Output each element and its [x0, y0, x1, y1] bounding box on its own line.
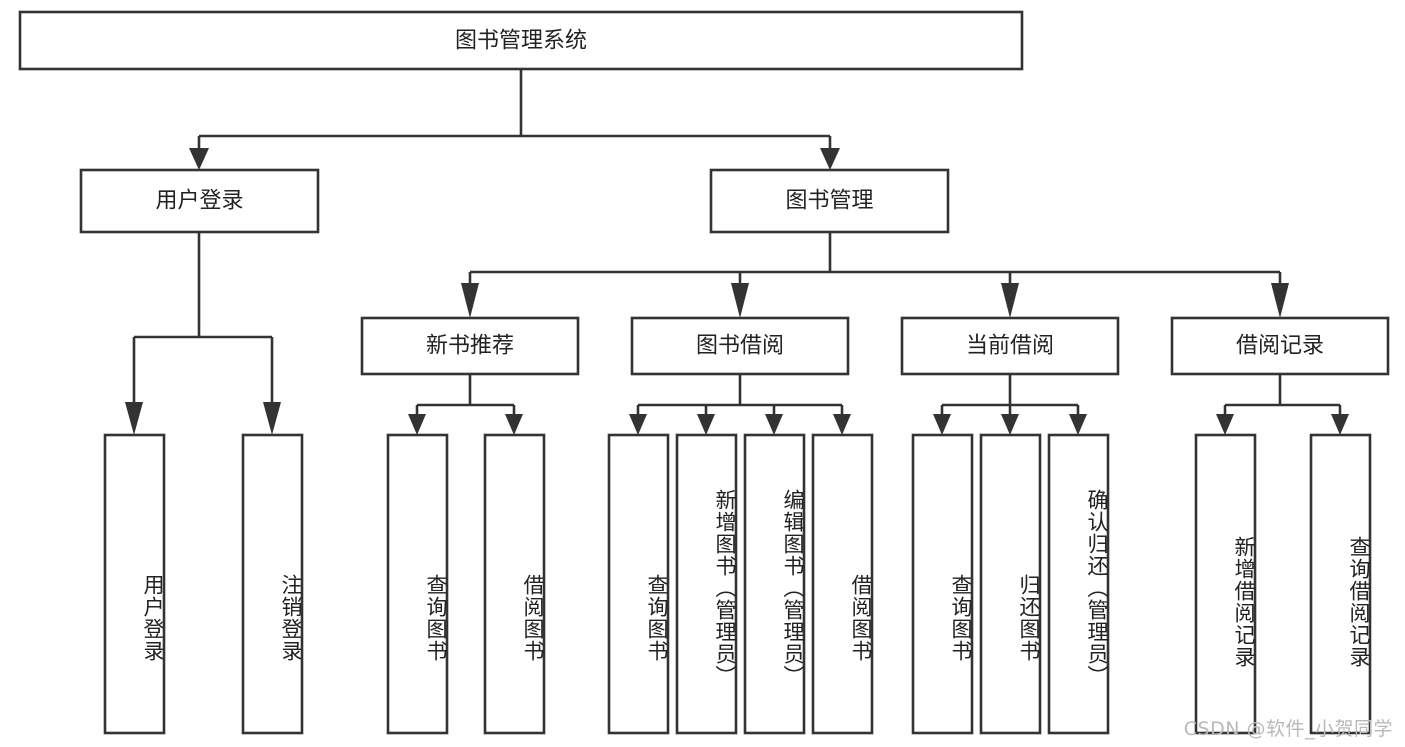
node-book-borrow-label: 图书借阅 — [696, 334, 784, 359]
node-new-book-rec-box[interactable] — [360, 316, 580, 376]
leaf-box-cur-return[interactable] — [979, 433, 1042, 735]
connector-currentborrow-to-leaves — [933, 374, 1087, 435]
arrowhead-leaf-borrow-query — [629, 414, 647, 435]
arrowhead-leaf-cur-confirm — [1069, 414, 1087, 435]
arrowhead-leaf-rec-add — [1216, 414, 1234, 435]
arrowhead-user-login — [189, 148, 209, 170]
arrowhead-leaf-rec-query — [408, 414, 426, 435]
node-root[interactable]: 图书管理系统 — [18, 10, 1024, 71]
node-book-manage-label: 图书管理 — [785, 189, 873, 214]
arrowhead-leaf-user-login — [125, 402, 143, 435]
node-current-borrow-box[interactable] — [900, 316, 1120, 376]
leaf-box-cur-query[interactable] — [911, 433, 974, 735]
arrowhead-current-borrow — [1001, 283, 1019, 318]
connector-bookborrow-to-leaves — [629, 374, 851, 435]
node-borrow-record-box[interactable] — [1170, 316, 1390, 376]
arrowhead-book-borrow — [731, 283, 749, 318]
arrowhead-new-book-rec — [461, 283, 479, 318]
arrowhead-leaf-cur-query — [933, 414, 951, 435]
leaf-box-borrow-edit[interactable] — [743, 433, 806, 735]
node-new-book-rec-label: 新书推荐 — [426, 334, 514, 359]
node-user-login-label: 用户登录 — [155, 189, 243, 214]
node-borrow-record-label: 借阅记录 — [1236, 334, 1324, 359]
leaf-boxes — [103, 433, 1372, 735]
leaf-box-cur-confirm[interactable] — [1047, 433, 1110, 735]
connector-newbookrec-to-leaves — [408, 374, 523, 435]
leaf-box-rec-query[interactable] — [386, 433, 449, 735]
leaf-box-borrow-add[interactable] — [675, 433, 738, 735]
arrowhead-leaf-borrow-edit — [765, 414, 783, 435]
node-book-manage-box[interactable] — [709, 168, 950, 234]
arrowhead-leaf-borrow-add — [697, 414, 715, 435]
node-new-book-rec[interactable]: 新书推荐 — [360, 316, 580, 376]
leaf-box-borrow-query[interactable] — [607, 433, 670, 735]
arrowhead-leaf-rec-borrow — [505, 414, 523, 435]
connector-userlogin-to-leaves — [125, 232, 281, 435]
node-root-label: 图书管理系统 — [455, 29, 587, 54]
node-root-box[interactable] — [18, 10, 1024, 71]
node-book-manage[interactable]: 图书管理 — [709, 168, 950, 234]
arrowhead-leaf-borrow-do — [833, 414, 851, 435]
csdn-watermark: CSDN @软件_小贺同学 — [1183, 718, 1393, 740]
node-current-borrow-label: 当前借阅 — [966, 334, 1054, 359]
arrowhead-borrow-record — [1271, 283, 1289, 318]
connector-borrowrecord-to-leaves — [1216, 374, 1349, 435]
node-borrow-record[interactable]: 借阅记录 — [1170, 316, 1390, 376]
arrowhead-leaf-rec-search — [1331, 414, 1349, 435]
node-user-login[interactable]: 用户登录 — [79, 168, 320, 234]
node-current-borrow[interactable]: 当前借阅 — [900, 316, 1120, 376]
arrowhead-book-manage — [820, 148, 840, 170]
arrowhead-leaf-cur-return — [1001, 414, 1019, 435]
leaf-box-user-logout[interactable] — [241, 433, 304, 735]
connector-bookmanage-to-level3 — [461, 232, 1289, 318]
node-book-borrow-box[interactable] — [630, 316, 850, 376]
leaf-box-user-login[interactable] — [103, 433, 166, 735]
leaf-box-borrow-do[interactable] — [811, 433, 874, 735]
leaf-box-rec-add[interactable] — [1194, 433, 1257, 735]
connector-root-to-level2 — [189, 69, 840, 170]
node-user-login-box[interactable] — [79, 168, 320, 234]
leaf-box-rec-search[interactable] — [1309, 433, 1372, 735]
node-book-borrow[interactable]: 图书借阅 — [630, 316, 850, 376]
leaf-box-rec-borrow[interactable] — [483, 433, 546, 735]
arrowhead-leaf-user-logout — [263, 402, 281, 435]
